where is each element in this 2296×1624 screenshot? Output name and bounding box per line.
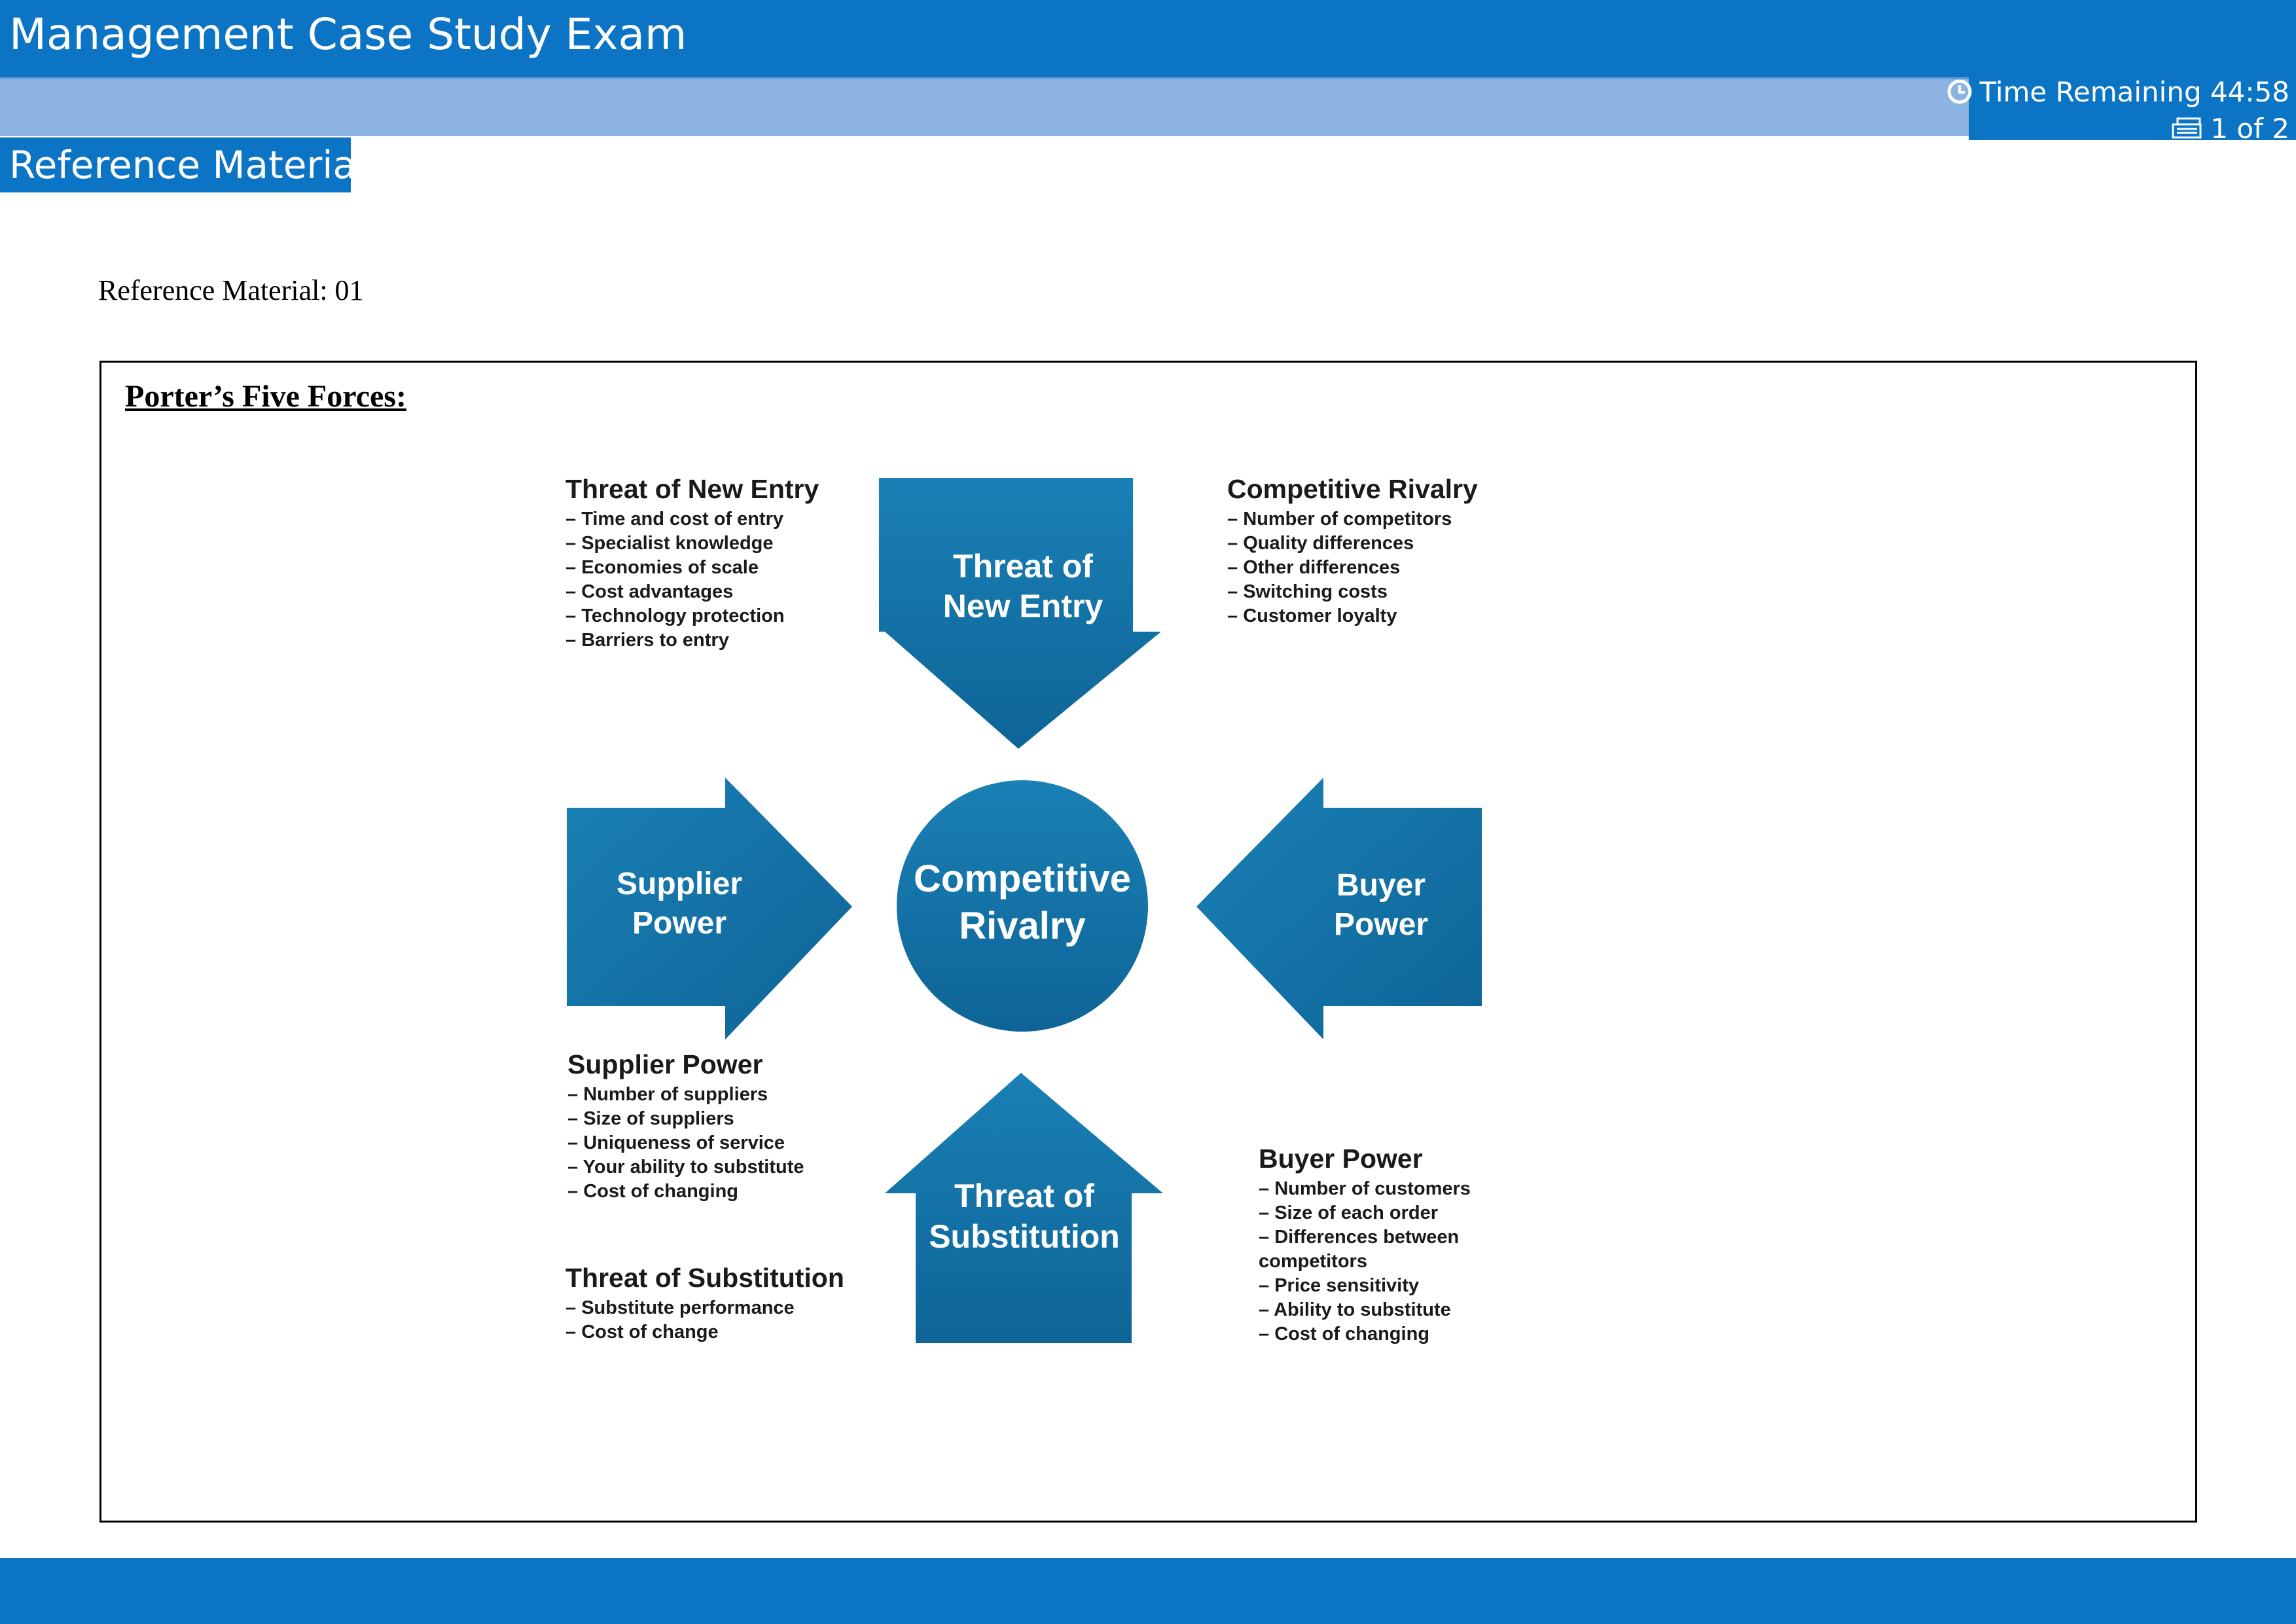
- buyer-power-arrow: [1196, 778, 1482, 1039]
- list-item: Cost advantages: [565, 580, 819, 604]
- list-item: Size of each order: [1259, 1201, 1481, 1225]
- list-item: Price sensitivity: [1259, 1274, 1481, 1298]
- buyer-power-block: Buyer Power Number of customers Size of …: [1259, 1144, 1481, 1346]
- page-indicator-label: 1 of 2: [2210, 112, 2289, 145]
- threat-of-new-entry-title: Threat of New Entry: [565, 474, 819, 504]
- supplier-power-arrow: [567, 778, 852, 1039]
- threat-of-new-entry-block: Threat of New Entry Time and cost of ent…: [565, 474, 819, 653]
- status-panel: Time Remaining 44:58 1 of 2: [1947, 73, 2296, 145]
- exam-title: Management Case Study Exam: [9, 9, 687, 60]
- page-indicator: 1 of 2: [2171, 112, 2289, 145]
- list-item: Other differences: [1227, 556, 1478, 580]
- list-item: Number of competitors: [1227, 507, 1478, 532]
- list-item: Your ability to substitute: [567, 1155, 804, 1180]
- list-item: Specialist knowledge: [565, 532, 819, 556]
- reference-material-label: Reference Material: 01: [98, 274, 364, 306]
- list-item: Technology protection: [565, 604, 819, 628]
- list-item: Cost of changing: [1259, 1322, 1481, 1346]
- competitive-rivalry-circle: [897, 780, 1148, 1032]
- arrow-top-label-line1: Threat of: [953, 548, 1093, 585]
- list-item: Ability to substitute: [1259, 1298, 1481, 1322]
- competitive-rivalry-title: Competitive Rivalry: [1227, 474, 1478, 504]
- arrow-bottom-label-line2: Substitution: [929, 1218, 1120, 1255]
- supplier-power-title: Supplier Power: [567, 1049, 763, 1079]
- threat-of-substitution-block: Threat of Substitution Substitute perfor…: [565, 1263, 844, 1344]
- threat-of-new-entry-arrow: [879, 478, 1161, 749]
- competitive-rivalry-block: Competitive Rivalry Number of competitor…: [1227, 474, 1478, 628]
- exam-header-bar: Management Case Study Exam: [0, 0, 2296, 77]
- buyer-power-title: Buyer Power: [1259, 1144, 1423, 1174]
- arrow-right-label-line1: Buyer: [1336, 868, 1426, 903]
- arrow-right-label-line2: Power: [1334, 907, 1428, 942]
- list-item: Economies of scale: [565, 556, 819, 580]
- arrow-left-label-line2: Power: [632, 906, 726, 941]
- list-item: Quality differences: [1227, 532, 1478, 556]
- threat-of-substitution-title: Threat of Substitution: [565, 1263, 844, 1293]
- center-label-line1: Competitive: [914, 857, 1131, 900]
- list-item: Size of suppliers: [567, 1107, 804, 1131]
- arrow-bottom-label-line1: Threat of: [954, 1178, 1094, 1214]
- supplier-power-block: Supplier Power Number of suppliers Size …: [567, 1049, 804, 1204]
- list-item: Customer loyalty: [1227, 604, 1478, 628]
- clock-icon: [1947, 79, 1972, 104]
- list-item: Time and cost of entry: [565, 507, 819, 532]
- time-remaining-label: Time Remaining 44:58: [1979, 75, 2289, 108]
- threat-of-substitution-arrow: [885, 1073, 1163, 1343]
- pages-icon: [2172, 117, 2202, 139]
- list-item: Substitute performance: [565, 1296, 844, 1320]
- reference-material-tab[interactable]: Reference Material: [0, 137, 367, 192]
- header-sub-bar: [0, 77, 1969, 136]
- list-item: Cost of changing: [567, 1180, 804, 1204]
- five-forces-diagram: Threat of New Entry Supplier Power Compe…: [567, 478, 1482, 1343]
- porters-five-forces-title: Porter’s Five Forces:: [125, 379, 406, 414]
- footer-bar: [0, 1558, 2296, 1624]
- list-item: Cost of change: [565, 1320, 844, 1344]
- arrow-top-label-line2: New Entry: [943, 588, 1103, 624]
- arrow-left-label-line1: Supplier: [617, 867, 742, 901]
- list-item: Number of customers: [1259, 1177, 1481, 1201]
- list-item: Barriers to entry: [565, 628, 819, 653]
- center-label-line2: Rivalry: [959, 905, 1085, 947]
- list-item: Number of suppliers: [567, 1083, 804, 1107]
- list-item: Differences between competitors: [1259, 1225, 1481, 1274]
- reference-content-box: Porter’s Five Forces: Threat of New Entr…: [99, 361, 2197, 1523]
- time-remaining: Time Remaining 44:58: [1946, 75, 2289, 108]
- list-item: Uniqueness of service: [567, 1131, 804, 1155]
- list-item: Switching costs: [1227, 580, 1478, 604]
